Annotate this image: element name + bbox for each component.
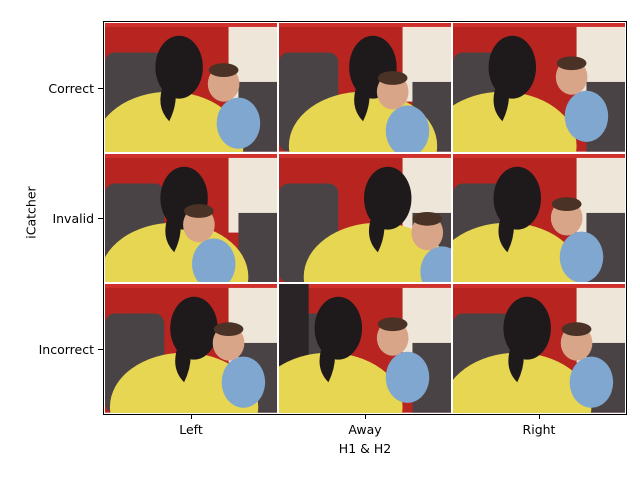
y-tick bbox=[98, 218, 104, 219]
row-label-invalid: Invalid bbox=[52, 211, 94, 226]
row-label-correct: Correct bbox=[48, 81, 94, 96]
x-tick bbox=[539, 414, 540, 419]
col-label-left: Left bbox=[179, 422, 203, 437]
x-tick bbox=[365, 414, 366, 419]
y-tick bbox=[98, 349, 104, 350]
x-tick bbox=[191, 414, 192, 419]
col-label-right: Right bbox=[522, 422, 556, 437]
x-axis-title: H1 & H2 bbox=[338, 441, 392, 456]
row-label-incorrect: Incorrect bbox=[38, 342, 94, 357]
frame-correct-away bbox=[278, 22, 452, 153]
frame-correct-right bbox=[452, 22, 626, 153]
frame-invalid-right bbox=[452, 152, 626, 284]
image-grid bbox=[103, 21, 627, 415]
frame-invalid-left bbox=[104, 152, 278, 284]
frame-incorrect-right bbox=[452, 283, 626, 414]
frame-invalid-away bbox=[278, 152, 452, 284]
y-axis-title: iCatcher bbox=[23, 186, 39, 239]
y-tick bbox=[98, 88, 104, 89]
frame-incorrect-away bbox=[278, 283, 452, 414]
frame-correct-left bbox=[104, 22, 278, 153]
col-label-away: Away bbox=[348, 422, 382, 437]
frame-incorrect-left bbox=[104, 283, 278, 414]
